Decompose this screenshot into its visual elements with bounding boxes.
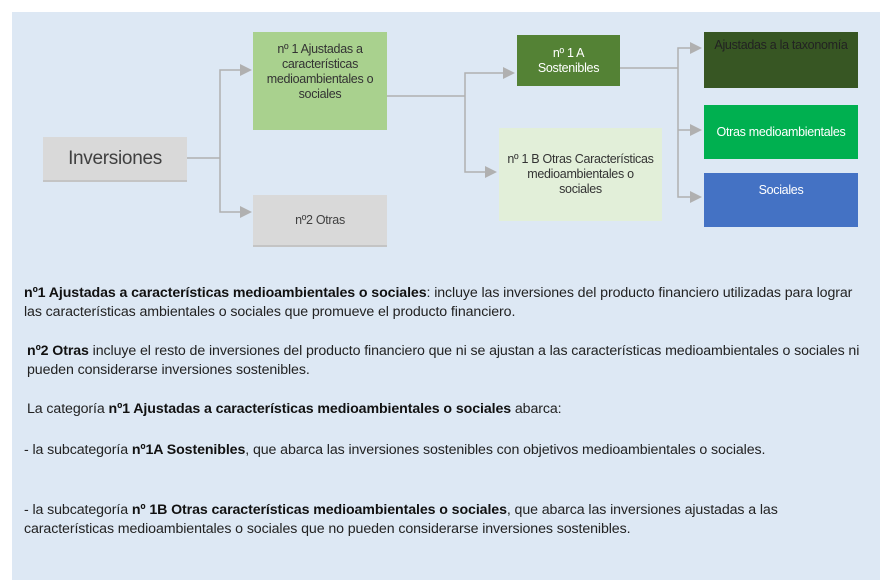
definition-n1: : incluye las inversiones del producto f…	[24, 285, 853, 320]
box-n1b-otras: nº 1 B Otras Características medioambien…	[499, 128, 662, 221]
connector-lines	[187, 42, 702, 218]
term-n1: nº1 Ajustadas a características medioamb…	[24, 285, 427, 301]
paragraph-n1b: - la subcategoría nº 1B Otras caracterís…	[24, 501, 869, 539]
paragraph-n2: nº2 Otras incluye el resto de inversione…	[24, 342, 872, 380]
term-n1-category: nº1 Ajustadas a características medioamb…	[108, 401, 512, 417]
text-pre: - la subcategoría	[24, 502, 132, 518]
term-n1a: nº1A Sostenibles	[131, 442, 246, 458]
box-n1-ajustadas: nº 1 Ajustadas a características medioam…	[253, 32, 387, 130]
paragraph-n1: nº1 Ajustadas a características medioamb…	[24, 284, 869, 322]
box-n2-otras: nº2 Otras	[253, 195, 387, 247]
definition-n1b: , que abarca las inversiones ajustadas a…	[24, 502, 778, 537]
text-pre: - la subcategoría	[24, 442, 132, 458]
definition-n2: incluye el resto de inversiones del prod…	[27, 343, 860, 378]
term-n2: nº2 Otras	[27, 343, 89, 359]
box-otras-medioambientales: Otras medioambientales	[704, 105, 858, 159]
paragraph-n1a: - la subcategoría nº1A Sostenibles, que …	[24, 441, 869, 460]
box-n1a-sostenibles: nº 1 A Sostenibles	[517, 35, 620, 86]
text-pre: La categoría	[27, 401, 109, 417]
box-inversiones: Inversiones	[43, 137, 187, 182]
text-rest: abarca:	[511, 401, 562, 417]
definition-n1a: , que abarca las inversiones sostenibles…	[245, 442, 766, 458]
paragraph-category: La categoría nº1 Ajustadas a característ…	[24, 400, 872, 419]
box-taxonomia: Ajustadas a la taxonomía	[704, 32, 858, 88]
term-n1b: nº 1B Otras características medioambient…	[131, 502, 507, 518]
box-sociales: Sociales	[704, 173, 858, 227]
